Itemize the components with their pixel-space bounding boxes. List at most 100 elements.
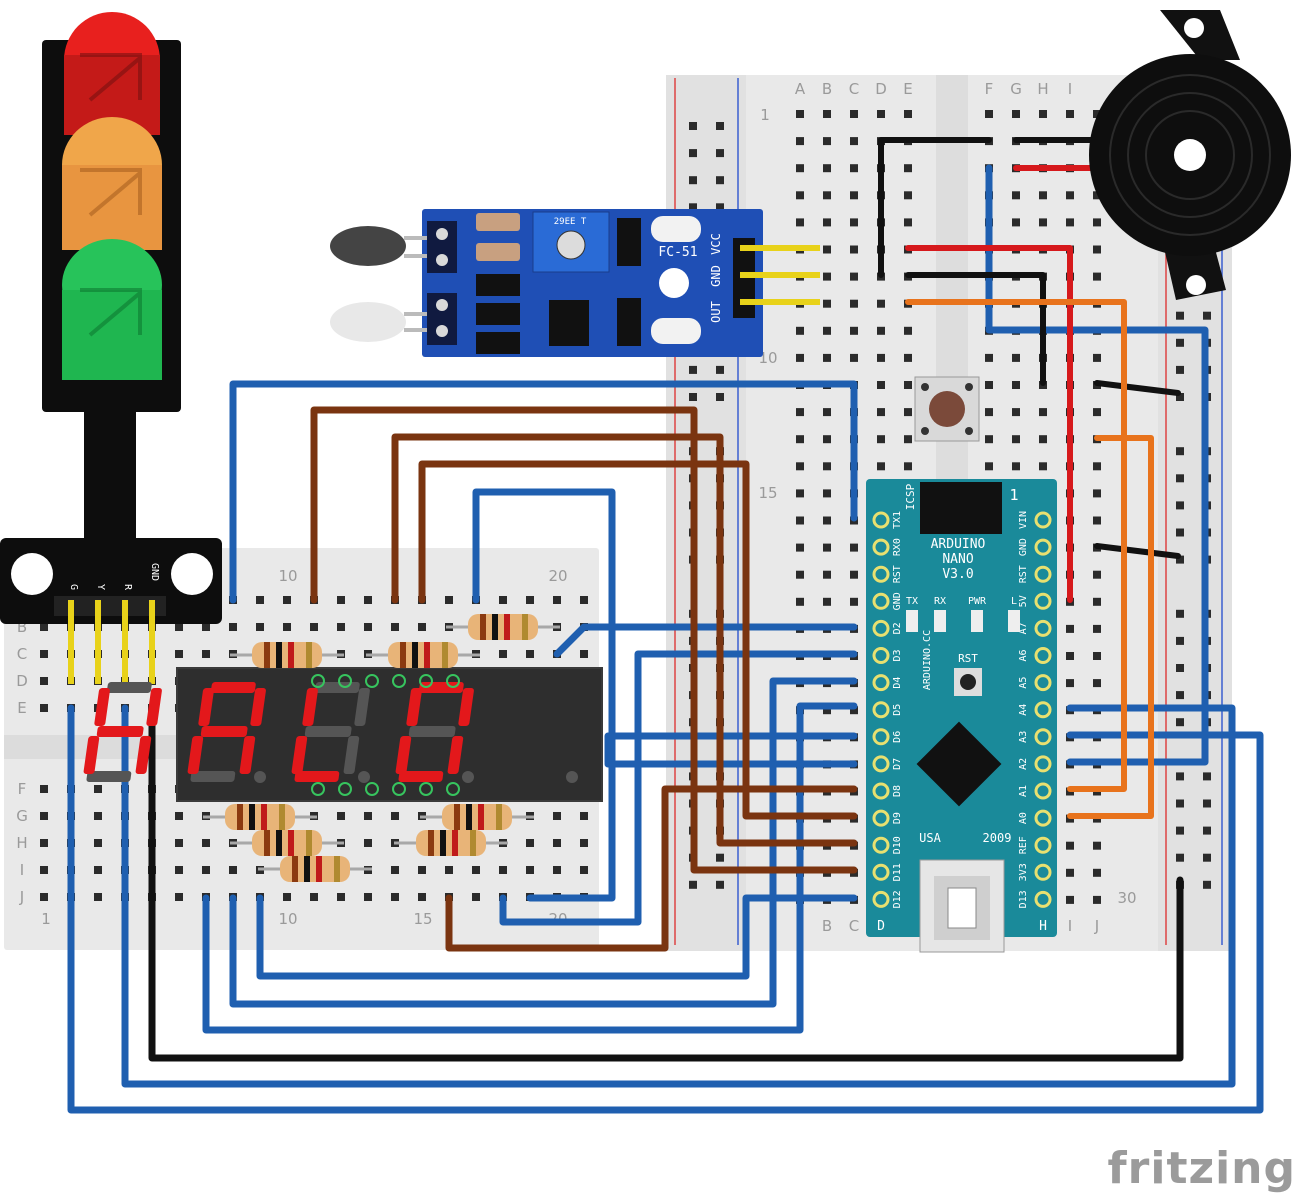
nano-pin-label-right: VIN	[1018, 511, 1029, 529]
nano-pin-label-right: A6	[1018, 649, 1029, 661]
nano-pin-label-left: D10	[892, 836, 903, 854]
digit-3-seg-g	[304, 726, 352, 737]
nano-pin-label-right: A7	[1018, 622, 1029, 634]
nano-pin-right	[1034, 836, 1052, 854]
display-pins	[311, 674, 460, 796]
wire-orange-ir-out	[905, 299, 1127, 792]
bb-row-1: 1	[760, 106, 770, 124]
wire-black-gnd-return	[148, 704, 1184, 1062]
nano-pin-label-left: TX1	[892, 511, 903, 529]
brand-label: ARDUINO.CC	[922, 630, 933, 690]
nano-pin-right	[1034, 701, 1052, 719]
digit-2-seg-a	[210, 682, 256, 693]
fritzing-logo: fritzing	[1108, 1143, 1296, 1194]
nano-pin-label-left: D7	[892, 758, 903, 770]
digit-2-seg-b	[250, 688, 266, 726]
seven-segment-display	[83, 667, 603, 802]
tl-header-pins	[68, 600, 155, 684]
digit-4-seg-c	[447, 736, 464, 774]
wire-black-sensor-gnd	[878, 137, 992, 278]
bb-bottom-I: I	[1068, 917, 1072, 935]
nano-pin-label-left: D11	[892, 863, 903, 881]
sbb-col-10-bottom: 10	[278, 910, 297, 928]
nano-pin-right	[1034, 809, 1052, 827]
bb-row-15: 15	[758, 484, 777, 502]
bb-col-A: A	[795, 80, 806, 98]
wire-blue-d5	[229, 677, 858, 1008]
digit-1-dp	[254, 771, 266, 783]
nano-pin-left	[872, 701, 890, 719]
comparator-ic	[549, 300, 589, 346]
bb-col-E: E	[903, 80, 912, 98]
nano-pin-label-right: A1	[1018, 785, 1029, 797]
digit-4-dp	[566, 771, 578, 783]
digit-2-seg-f	[198, 688, 214, 726]
bb-col-H: H	[1037, 80, 1048, 98]
nano-pin-right	[1034, 755, 1052, 773]
wire-orange-a0	[1067, 435, 1154, 819]
bb-bottom-B: B	[822, 917, 832, 935]
sbb-row-J: J	[19, 888, 24, 906]
sbb-row-D: D	[16, 672, 28, 690]
nano-pin-right	[1034, 890, 1052, 908]
nano-pin-left	[872, 863, 890, 881]
digit-3-seg-c	[343, 736, 360, 774]
sbb-col-1-bottom: 1	[41, 910, 51, 928]
mount-hole-right	[171, 553, 213, 595]
digit-2-seg-g	[200, 726, 248, 737]
resistor-7	[394, 830, 508, 856]
wire-black-rail-1	[1094, 380, 1181, 396]
nano-pin-label-left: D8	[892, 785, 903, 797]
sbb-row-B: B	[17, 618, 27, 636]
nano-pin-left	[872, 890, 890, 908]
traffic-light-module: G Y R GND	[0, 12, 222, 684]
digit-4-seg-f	[406, 688, 422, 726]
digit-3-seg-f	[302, 688, 318, 726]
pot-label: 29EE T	[554, 217, 587, 227]
nano-pin-left	[872, 755, 890, 773]
sbb-col-10-top: 10	[278, 567, 297, 585]
nano-pin-right	[1034, 728, 1052, 746]
usa-label: USA	[919, 831, 941, 845]
led-PWR: PWR	[968, 596, 987, 607]
ir-receiver-led	[330, 302, 406, 342]
nano-pin-left	[872, 647, 890, 664]
nano-pin-label-left: D9	[892, 812, 903, 824]
digit-1-seg-a	[106, 682, 152, 693]
nano-pin-left	[872, 592, 890, 610]
digit-1-seg-e	[83, 736, 100, 774]
resistor-8	[258, 856, 372, 882]
wire-black-rail-2	[1094, 543, 1181, 559]
nano-pin-right	[1034, 565, 1052, 583]
digit-2-seg-c	[239, 736, 256, 774]
nano-pin-label-left: D2	[892, 622, 903, 634]
nano-pin-label-left: D12	[892, 890, 903, 908]
led-TX: TX	[906, 596, 918, 607]
digit-3-seg-b	[354, 688, 370, 726]
nano-pin-label-left: D6	[892, 731, 903, 743]
tl-pin-G: G	[68, 584, 79, 590]
nano-pin-right	[1034, 511, 1052, 529]
tl-pin-Y: Y	[95, 584, 106, 590]
wire-blue-d2	[553, 623, 858, 658]
bb-col-G: G	[1010, 80, 1022, 98]
wire-brown-d12	[445, 785, 858, 952]
icsp-label: ICSP	[904, 483, 917, 510]
wire-blue-green-led	[67, 704, 1264, 1114]
digit-3-dp	[462, 771, 474, 783]
sbb-row-I: I	[20, 861, 24, 879]
nano-pin-right	[1034, 782, 1052, 800]
bb-col-B: B	[822, 80, 832, 98]
nano-pin-label-right: A5	[1018, 677, 1029, 689]
bb-col-C: C	[849, 80, 859, 98]
nano-pin-label-left: D5	[892, 704, 903, 716]
mount-hole-left	[11, 553, 53, 595]
year-label: 2009	[983, 831, 1012, 845]
nano-title-1: ARDUINO	[931, 537, 986, 552]
nano-pin-left	[872, 728, 890, 746]
resistor-5	[420, 804, 534, 830]
wire-blue-d4	[202, 702, 858, 1034]
digit-4-seg-g	[408, 726, 456, 737]
digit-1-seg-d	[86, 771, 132, 782]
